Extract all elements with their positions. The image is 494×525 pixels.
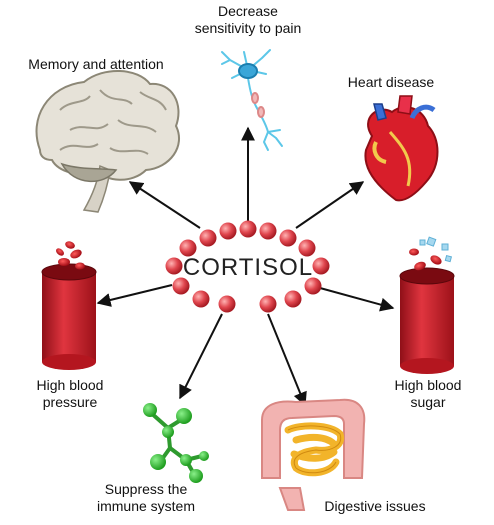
heart-illustration: [364, 95, 439, 202]
label-immune-line1: Suppress the: [104, 481, 188, 497]
immune-illustration: [143, 403, 209, 483]
brain-illustration: [35, 69, 181, 213]
arrow-blood-sugar: [319, 287, 395, 312]
intestine-illustration: [261, 398, 366, 511]
molecule: [279, 229, 297, 247]
molecule: [304, 277, 322, 295]
blood-vessel-left: [41, 241, 97, 370]
arrow-digestive: [267, 313, 307, 407]
blood-vessel-right: [399, 236, 455, 374]
label-immune: Suppress the immune system: [86, 481, 206, 515]
label-memory: Memory and attention: [28, 56, 164, 72]
label-pain-line2: sensitivity to pain: [194, 20, 302, 36]
label-blood-sugar-line1: High blood: [394, 377, 462, 393]
label-heart: Heart disease: [347, 74, 435, 90]
arrow-heart: [295, 181, 365, 229]
molecule: [165, 257, 183, 275]
label-blood-pressure: High blood pressure: [22, 377, 118, 411]
cortisol-label: CORTISOL: [182, 254, 314, 281]
molecule: [172, 277, 190, 295]
arrow-memory: [128, 181, 201, 229]
arrow-immune: [179, 313, 223, 400]
molecule: [298, 239, 316, 257]
label-blood-pressure-line2: pressure: [42, 394, 98, 410]
molecule: [312, 257, 330, 275]
label-blood-pressure-line1: High blood: [36, 377, 104, 393]
molecule: [219, 222, 237, 240]
arrow-blood-pressure: [96, 284, 173, 307]
label-blood-sugar-line2: sugar: [410, 394, 446, 410]
molecule: [239, 220, 257, 238]
molecule: [179, 239, 197, 257]
molecule: [259, 295, 277, 313]
label-pain-line1: Decrease: [218, 3, 278, 19]
label-blood-sugar: High blood sugar: [380, 377, 476, 411]
arrows: [96, 126, 395, 407]
molecule: [259, 222, 277, 240]
neuron-illustration: [221, 49, 283, 151]
label-immune-line2: immune system: [96, 498, 196, 514]
label-digestive: Digestive issues: [324, 498, 426, 514]
molecule: [199, 229, 217, 247]
label-pain: Decrease sensitivity to pain: [168, 3, 328, 37]
molecule: [284, 290, 302, 308]
cortisol-molecule-ring: [165, 220, 330, 313]
molecule: [192, 290, 210, 308]
molecule: [218, 295, 236, 313]
